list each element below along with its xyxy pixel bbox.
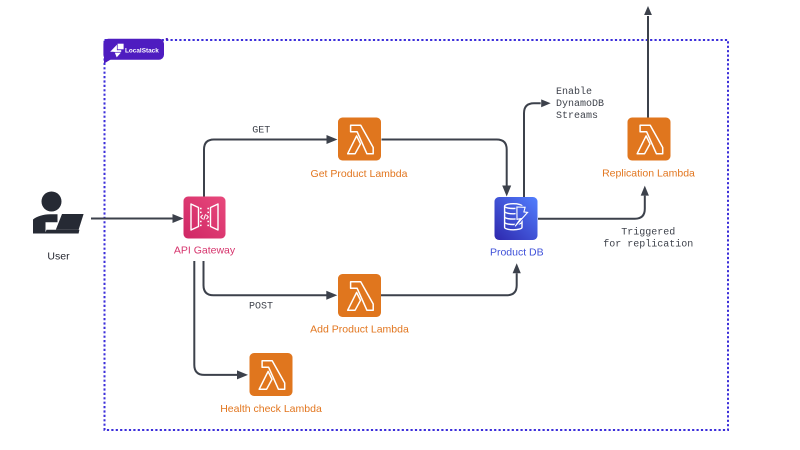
svg-text:Health check Lambda: Health check Lambda: [220, 403, 322, 415]
svg-text:Replication Lambda: Replication Lambda: [602, 168, 695, 180]
svg-text:LocalStack: LocalStack: [125, 47, 159, 54]
svg-text:Enable: Enable: [556, 86, 592, 98]
svg-text:API Gateway: API Gateway: [174, 245, 236, 257]
svg-text:for replication: for replication: [603, 239, 693, 251]
svg-text:Product DB: Product DB: [490, 247, 544, 259]
svg-text:DynamoDB: DynamoDB: [556, 99, 604, 110]
svg-text:Streams: Streams: [556, 111, 598, 122]
svg-text:Triggered: Triggered: [621, 226, 675, 238]
svg-text:User: User: [47, 251, 70, 263]
svg-text:Get Product Lambda: Get Product Lambda: [311, 168, 408, 180]
svg-text:GET: GET: [252, 126, 270, 137]
svg-text:POST: POST: [249, 302, 273, 313]
svg-text:Add Product Lambda: Add Product Lambda: [310, 324, 409, 336]
